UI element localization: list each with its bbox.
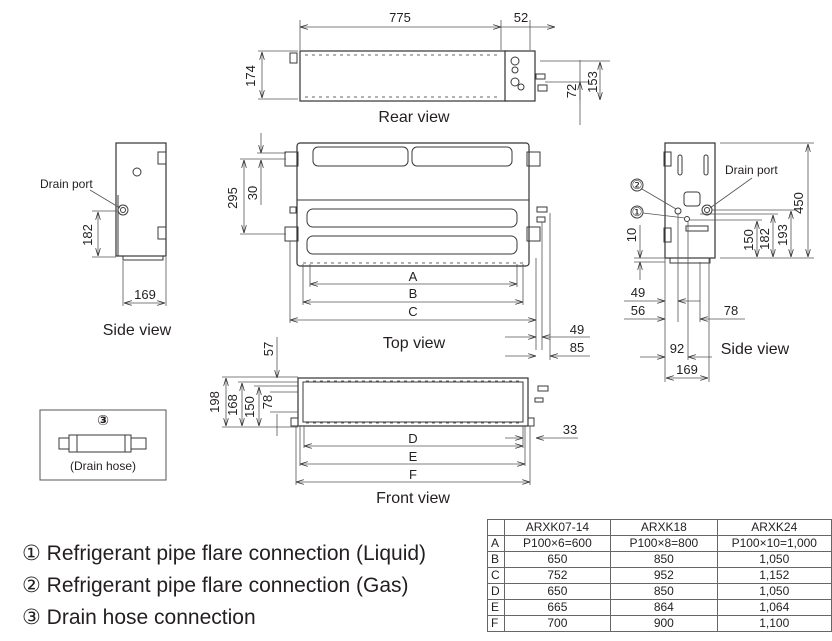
dim-side-left-169: 169: [134, 287, 156, 302]
table-cell: 864: [610, 599, 718, 616]
table-header-model: ARXK24: [716, 519, 832, 536]
dim-front-33: 33: [563, 422, 577, 437]
dim-rear-height: 174: [243, 65, 258, 87]
dim-side-left-182: 182: [80, 224, 95, 246]
table-row: A P100×6=600 P100×8=800 P100×10=1,000: [487, 535, 832, 552]
table-header-row: ARXK07-14 ARXK18 ARXK24: [487, 519, 832, 536]
table-cell: 650: [503, 551, 612, 568]
table-cell: 850: [610, 551, 718, 568]
dim-rear-153: 153: [585, 71, 600, 93]
dim-front-E: E: [409, 449, 418, 464]
dim-top-85: 85: [570, 340, 584, 355]
table-cell: 1,152: [716, 567, 832, 584]
dim-rear-72: 72: [564, 84, 579, 98]
front-unit-body: [297, 377, 529, 427]
table-cell: 1,050: [716, 583, 832, 600]
table-row: B 650 850 1,050: [487, 551, 832, 568]
drain-hose-box: ③ (Drain hose): [39, 409, 167, 481]
dim-side-right-150: 150: [741, 229, 756, 251]
table-cell: 1,064: [716, 599, 832, 616]
table-cell: P100×8=800: [610, 535, 718, 552]
table-row: D 650 850 1,050: [487, 583, 832, 600]
table-row: F 700 900 1,100: [487, 615, 832, 632]
front-view: 57 198 168 150 78 D E F 33 Front view: [207, 337, 578, 507]
side-view-right-label: Side view: [721, 341, 790, 358]
table-header-corner: [487, 519, 505, 536]
drain-hose-icon: [58, 434, 147, 453]
dim-top-49: 49: [570, 322, 584, 337]
table-cell: 650: [503, 583, 612, 600]
dim-side-right-78: 78: [724, 303, 738, 318]
table-cell: 752: [503, 567, 612, 584]
dim-side-right-49: 49: [631, 285, 645, 300]
marker-1: ①: [632, 205, 643, 219]
table-cell: 900: [610, 615, 718, 632]
side-right-body: [664, 142, 716, 259]
dim-side-right-10: 10: [624, 228, 639, 242]
table-cell: 1,100: [716, 615, 832, 632]
dim-front-57: 57: [261, 342, 276, 356]
dim-top-B: B: [409, 286, 418, 301]
dim-rear-width: 775: [389, 10, 411, 25]
legend-item-drain: ③ Drain hose connection: [22, 606, 256, 629]
drain-hose-caption: (Drain hose): [70, 459, 136, 473]
legend-item-liquid: ① Refrigerant pipe flare connection (Liq…: [22, 542, 427, 565]
dim-side-right-169: 169: [676, 362, 698, 377]
legend-item-gas: ② Refrigerant pipe flare connection (Gas…: [22, 574, 409, 597]
dim-top-30: 30: [245, 186, 260, 200]
side-view-left: Drain port 182 169 Side view: [40, 142, 172, 339]
table-cell: 1,050: [716, 551, 832, 568]
top-unit-body: [296, 142, 530, 267]
marker-2: ②: [632, 178, 643, 192]
dimension-table: ARXK07-14 ARXK18 ARXK24 A P100×6=600 P10…: [487, 519, 832, 632]
rear-view-label: Rear view: [378, 109, 450, 126]
table-cell: P100×6=600: [503, 535, 612, 552]
rear-unit-body: [299, 50, 508, 102]
top-view: 295 30 A B C 49 85 Top view: [225, 133, 590, 360]
side-view-right: ② ① Drain port 450 193 182 150 10: [624, 142, 814, 382]
dim-top-A: A: [409, 269, 418, 284]
connection-legend: ① Refrigerant pipe flare connection (Liq…: [22, 538, 426, 634]
table-row: C 752 952 1,152: [487, 567, 832, 584]
row-key: E: [487, 599, 505, 616]
row-key: A: [487, 535, 505, 552]
pipe-port-icon: [510, 56, 520, 66]
table-header-model: ARXK18: [610, 519, 718, 536]
dim-side-right-193: 193: [775, 224, 790, 246]
row-key: F: [487, 615, 505, 632]
dim-rear-box-width: 52: [514, 10, 528, 25]
row-key: B: [487, 551, 505, 568]
rear-view: 775 52 174 153 72 Rear view: [243, 10, 610, 126]
dim-front-78: 78: [260, 395, 275, 409]
rear-control-box: [504, 50, 536, 102]
dim-side-right-182: 182: [757, 228, 772, 250]
top-view-label: Top view: [383, 335, 446, 352]
row-key: C: [487, 567, 505, 584]
dim-top-depth: 295: [225, 187, 240, 209]
row-key: D: [487, 583, 505, 600]
dim-side-right-56: 56: [631, 303, 645, 318]
table-header-model: ARXK07-14: [503, 519, 612, 536]
drain-port-label-right: Drain port: [725, 163, 778, 177]
table-cell: P100×10=1,000: [716, 535, 832, 552]
dim-front-150: 150: [242, 396, 257, 418]
table-cell: 665: [503, 599, 612, 616]
side-view-left-label: Side view: [103, 322, 172, 339]
dim-top-C: C: [408, 304, 417, 319]
dim-front-198: 198: [207, 391, 222, 413]
dim-front-D: D: [408, 431, 417, 446]
dim-front-168: 168: [225, 394, 240, 416]
table-cell: 700: [503, 615, 612, 632]
dim-side-right-450: 450: [791, 192, 806, 214]
front-view-label: Front view: [376, 490, 450, 507]
dim-side-right-92: 92: [670, 341, 684, 356]
drain-port-icon: [117, 204, 129, 216]
dim-front-F: F: [409, 467, 417, 482]
table-cell: 850: [610, 583, 718, 600]
drain-hose-marker: ③: [97, 412, 109, 428]
table-cell: 952: [610, 567, 718, 584]
table-row: E 665 864 1,064: [487, 599, 832, 616]
drain-port-label-left: Drain port: [40, 177, 93, 191]
